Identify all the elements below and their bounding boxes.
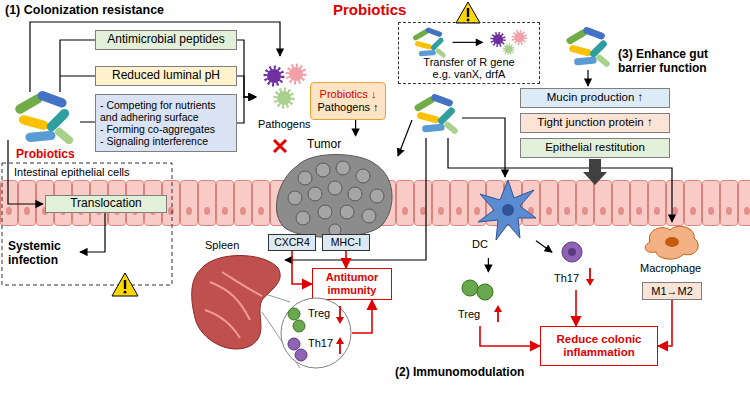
dendritic-cell: DC (468, 172, 536, 258)
node-text: e.g. vanX, drfA (433, 68, 506, 81)
node-text: Pathogens (258, 118, 311, 131)
node-text: Probiotics ↓ (320, 88, 377, 101)
node-text: Mucin production ↑ (547, 91, 644, 104)
node-text: Antimicrobial peptides (107, 33, 224, 47)
label: Intestinal epithelial cells (14, 166, 130, 179)
node-shape (265, 136, 397, 248)
label: (3) Enhance gut barrier function (618, 48, 748, 76)
node-text: Macrophage (640, 262, 701, 275)
process-box: M1→M2 (642, 282, 702, 300)
label: Systemic infection (8, 240, 76, 268)
warning-box: Transfer of R genee.g. vanX, drfA (398, 22, 540, 84)
node-text: - Signaling interference (100, 135, 208, 147)
node-text: M1→M2 (651, 285, 693, 298)
connector (658, 300, 672, 346)
node-text: - Forming co-aggregates (100, 123, 215, 135)
title: Probiotics (333, 1, 406, 18)
outcome-box: Antitumor immunity (312, 268, 392, 300)
pathogen-group: Pathogens (256, 58, 314, 136)
process-box: Mucin production ↑ (520, 88, 670, 108)
node-text: MHC-I (331, 236, 361, 248)
node-text: DC (472, 238, 488, 251)
connector (237, 40, 256, 97)
node-text: CXCR4 (274, 236, 310, 248)
node-text: Th17 (308, 337, 333, 350)
connector (355, 120, 356, 136)
connector (536, 241, 552, 252)
label: Probiotics (16, 148, 75, 162)
node-text: Antitumor immunity (316, 271, 388, 296)
label: (1) Colonization resistance (5, 3, 164, 17)
node-text: Treg (458, 308, 480, 321)
connector (480, 326, 540, 346)
process-box: Epithelial restitution (520, 138, 670, 158)
process-box: - Competing for nutrients and adhering s… (95, 94, 237, 152)
status-box: Probiotics ↓Pathogens ↑ (310, 82, 386, 120)
connector (345, 251, 347, 268)
node-text: Tight junction protein ↑ (537, 116, 652, 129)
process-box: Antimicrobial peptides (95, 30, 237, 50)
node-text: Reduce colonic inflammation (544, 333, 654, 359)
connector (237, 97, 256, 123)
node-text: Pathogens ↑ (317, 101, 378, 114)
connector (237, 76, 256, 97)
label: Spleen (205, 239, 239, 252)
zoom-circle: TregTh17 (280, 296, 352, 370)
label: (2) Immunomodulation (395, 366, 524, 380)
connector (352, 300, 372, 333)
tumor: Tumor (265, 136, 397, 248)
treg-cell: Treg (452, 272, 508, 326)
node-text: Treg (308, 307, 330, 320)
node-text: Transfer of R gene (423, 56, 514, 69)
node-text: Epithelial restitution (545, 141, 645, 154)
process-box: Tight junction protein ↑ (520, 113, 670, 133)
th17-cell: Th17 (552, 236, 600, 290)
node-text: - Competing for nutrients and adhering s… (100, 99, 232, 123)
process-box: Translocation (45, 195, 167, 213)
connector (575, 290, 577, 326)
macrophage: Macrophage (636, 222, 708, 278)
connector (292, 251, 312, 284)
node-text: Th17 (554, 272, 579, 285)
process-box: Reduced luminal pH (95, 66, 237, 86)
connector (488, 258, 489, 272)
node-text: Translocation (70, 197, 142, 211)
node-text: Reduced luminal pH (112, 69, 220, 83)
node-text: Tumor (307, 138, 341, 152)
outcome-box: Reduce colonic inflammation (540, 326, 658, 366)
receptor-box: MHC-I (322, 234, 370, 251)
receptor-box: CXCR4 (268, 234, 316, 251)
